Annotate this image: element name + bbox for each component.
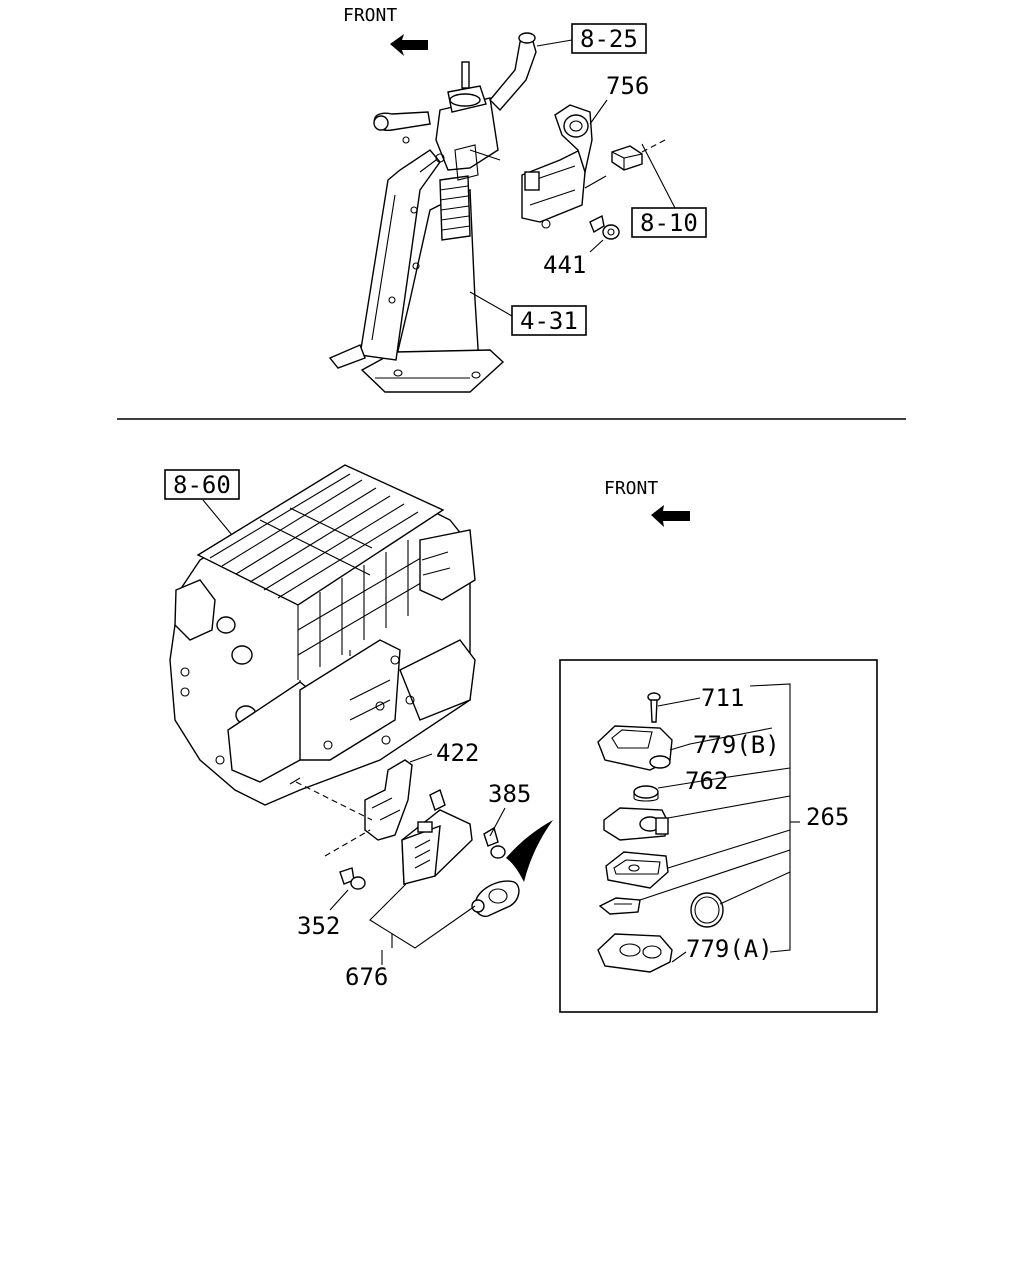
- bottom-front-label: FRONT: [604, 478, 658, 499]
- ref-box-8-10: [631, 207, 707, 238]
- fob-tray-icon: [605, 851, 669, 889]
- bottom-section: 8-60 FRONT: [164, 464, 878, 1013]
- part-385: 385: [488, 780, 531, 808]
- button-icon: [633, 785, 659, 802]
- front-arrow-icon: [651, 505, 690, 527]
- ref-8-60: 8-60: [173, 471, 231, 499]
- battery-plate-icon: [598, 897, 641, 915]
- part-711: 711: [701, 684, 744, 712]
- fob-cover-b-icon: [597, 725, 673, 771]
- part-756: 756: [606, 72, 649, 100]
- part-265: 265: [806, 803, 849, 831]
- part-762: 762: [685, 767, 728, 795]
- ref-box-8-60: [164, 469, 240, 500]
- fob-cover-a-icon: [597, 933, 673, 973]
- part-422: 422: [436, 739, 479, 767]
- part-779a: 779(A): [686, 935, 773, 963]
- key-fob-icon: [471, 820, 553, 917]
- ref-8-10: 8-10: [640, 209, 698, 237]
- part-676: 676: [345, 963, 388, 991]
- connector-icon: [611, 139, 666, 171]
- screw-icon: [483, 826, 506, 859]
- ref-box-8-25: [571, 23, 647, 54]
- top-section: FRONT: [328, 5, 707, 393]
- bracket-icon: [364, 759, 446, 841]
- part-441: 441: [543, 251, 586, 279]
- hvac-unit-icon: [169, 464, 476, 806]
- ref-4-31: 4-31: [520, 307, 578, 335]
- bolt-icon: [589, 214, 620, 240]
- ref-box-4-31: [511, 305, 587, 336]
- part-352: 352: [297, 912, 340, 940]
- battery-ring-icon: [690, 892, 724, 928]
- steering-column-icon: [328, 32, 537, 393]
- screw-icon: [647, 692, 661, 723]
- top-front-label: FRONT: [343, 5, 397, 26]
- ref-8-25: 8-25: [580, 25, 638, 53]
- switch-body-icon: [603, 807, 669, 841]
- part-779b: 779(B): [693, 731, 780, 759]
- bracket-icon: [521, 104, 607, 229]
- front-arrow-icon: [390, 34, 428, 56]
- control-module-icon: [401, 809, 473, 885]
- screw-icon: [339, 867, 366, 890]
- key-fob-detail-box: 711 779(B) 762 265 779(A): [559, 659, 878, 1013]
